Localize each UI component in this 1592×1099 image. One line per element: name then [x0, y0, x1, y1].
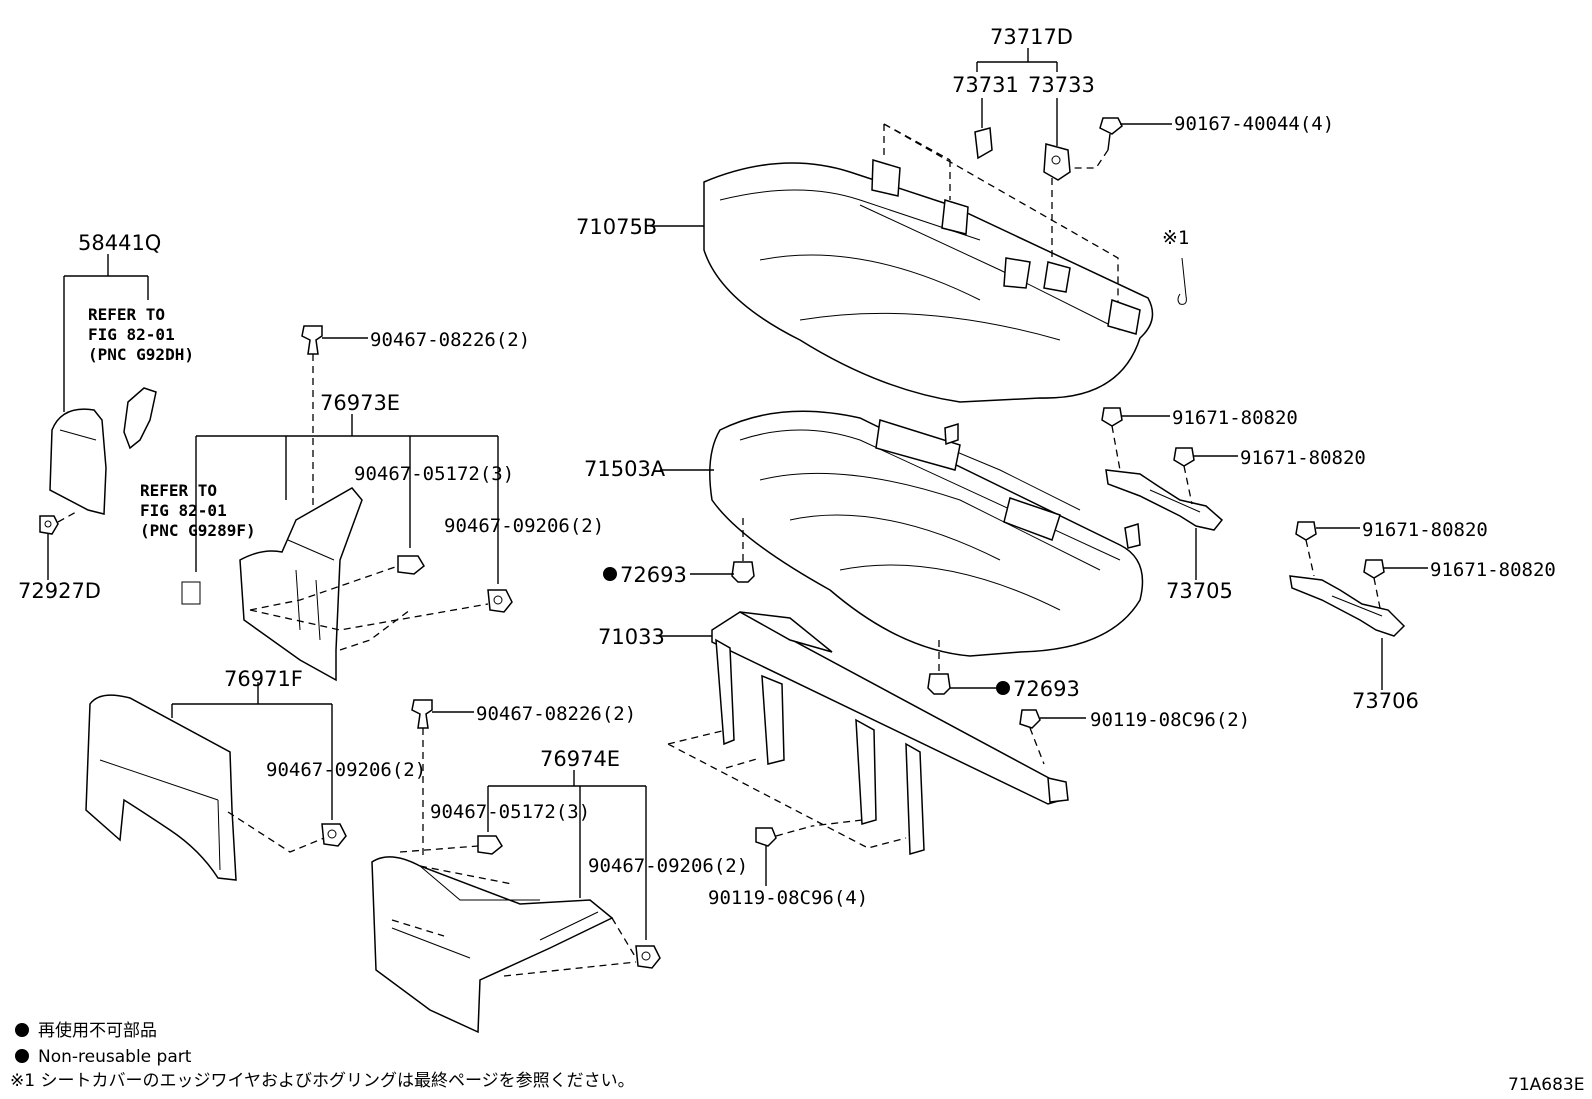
dash-76971f-clip	[227, 811, 325, 853]
clip-90467-08226-top	[301, 325, 323, 355]
dash-91671-c	[1305, 539, 1315, 577]
label-76973e: 76973E	[320, 391, 400, 415]
label-90467-09206-top: 90467-09206(2)	[444, 515, 604, 537]
clip-90467-09206-bot	[635, 945, 661, 969]
seat-frame-71033	[711, 611, 1069, 855]
hinge-73705	[1105, 469, 1224, 531]
ref2-line3: (PNC G9289F)	[140, 521, 256, 540]
label-90167-40044: 90167-40044(4)	[1174, 113, 1334, 135]
label-90467-05172-bot: 90467-05172(3)	[430, 801, 590, 823]
ref1-line2: FIG 82-01	[88, 325, 175, 344]
nonreusable-dot-icon	[15, 1023, 29, 1037]
label-76974e: 76974E	[540, 747, 620, 771]
clip-72693-a	[731, 561, 755, 583]
label-73733: 73733	[1028, 73, 1095, 97]
label-90467-09206-bot: 90467-09206(2)	[588, 855, 748, 877]
dash-76974e-clips	[391, 845, 637, 977]
label-73731: 73731	[952, 73, 1019, 97]
label-91671-80820-b: 91671-80820	[1240, 447, 1366, 469]
leader-76973e	[195, 414, 499, 584]
dash-90119-2	[1029, 727, 1045, 765]
label-90119-08c96-2: 90119-08C96(2)	[1090, 709, 1250, 731]
bolt-90119-08c96-2	[1019, 709, 1086, 729]
clip-72927d	[39, 515, 59, 535]
dash-91671-a	[1111, 425, 1121, 471]
bolt-91671-d	[1363, 559, 1385, 579]
dash-seatback-frame	[883, 123, 1119, 302]
leader-73717d	[976, 48, 1058, 72]
legend-en-nonreusable: Non-reusable part	[38, 1047, 192, 1067]
clip-73731	[974, 127, 993, 160]
figure-code: 71A683E	[1508, 1075, 1584, 1095]
label-71033: 71033	[598, 625, 665, 649]
legend: 再使用不可部品 Non-reusable part ※1 シートカバーのエッジワ…	[10, 1020, 635, 1091]
leader-76971f	[171, 682, 333, 820]
hinge-73706	[1289, 575, 1406, 637]
bolt-91671-c	[1295, 521, 1317, 541]
label-91671-80820-d: 91671-80820	[1430, 559, 1556, 581]
dash-90167	[1072, 149, 1109, 169]
clip-90467-09206-top	[487, 589, 513, 613]
dash-72927d	[57, 511, 77, 523]
label-73706: 73706	[1352, 689, 1419, 713]
clip-90467-05172-top	[397, 555, 425, 575]
ref1-line1: REFER TO	[88, 305, 165, 324]
label-90119-08c96-4: 90119-08C96(4)	[708, 887, 868, 909]
clip-72693-b	[927, 673, 951, 695]
label-71503a: 71503A	[584, 457, 666, 481]
dash-91671-d	[1373, 577, 1381, 609]
leader-58441q	[63, 254, 149, 412]
bolt-90119-08c96-4	[755, 827, 777, 847]
dash-91671-b	[1183, 465, 1193, 505]
nonreusable-dot-icon	[15, 1049, 29, 1063]
dash-76973e-clips	[249, 565, 489, 651]
ref-panel-g92dh	[123, 387, 157, 450]
dash-frame-base	[667, 729, 907, 849]
leader-76974e	[487, 770, 647, 940]
label-90467-09206-mid: 90467-09206(2)	[266, 759, 426, 781]
side-panel-76973e	[239, 487, 363, 682]
label-91671-80820-a: 91671-80820	[1172, 407, 1298, 429]
label-90467-08226-bot: 90467-08226(2)	[476, 703, 636, 725]
legend-jp-nonreusable: 再使用不可部品	[38, 1020, 157, 1041]
legend-note: ※1 シートカバーのエッジワイヤおよびホグリングは最終ページを参照ください。	[10, 1071, 635, 1091]
ref-tag-g9289f	[181, 581, 201, 605]
side-panel-76971f	[85, 694, 237, 881]
label-73717d: 73717D	[990, 25, 1073, 49]
label-72693-b: 72693	[996, 677, 1080, 701]
label-91671-80820-c: 91671-80820	[1362, 519, 1488, 541]
hog-ring-icon	[1177, 257, 1187, 305]
nonreusable-dot-icon	[996, 681, 1010, 695]
bracket-73733	[1043, 143, 1071, 181]
bolt-91671-a	[1101, 407, 1123, 427]
label-90467-08226-top: 90467-08226(2)	[370, 329, 530, 351]
seat-cushion-71503a	[709, 410, 1144, 657]
label-72693-a-text: 72693	[620, 563, 687, 587]
nonreusable-dot-icon	[603, 567, 617, 581]
ref2-line2: FIG 82-01	[140, 501, 227, 520]
dash-90119-4	[775, 825, 813, 837]
label-72693-a: 72693	[603, 563, 687, 587]
label-76971f: 76971F	[224, 667, 303, 691]
label-73705: 73705	[1166, 579, 1233, 603]
clip-90467-09206-mid	[321, 823, 347, 847]
label-71075b: 71075B	[576, 215, 657, 239]
bolt-90167-40044	[1099, 117, 1123, 151]
clip-90467-08226-bot	[411, 699, 433, 729]
label-90467-05172-top: 90467-05172(3)	[354, 463, 514, 485]
label-72693-b-text: 72693	[1013, 677, 1080, 701]
label-58441q: 58441Q	[78, 231, 161, 255]
trim-panel-58441q	[49, 408, 107, 515]
ref2-line1: REFER TO	[140, 481, 217, 500]
label-note-mark: ※1	[1162, 227, 1189, 249]
floor-panel-76974e	[371, 856, 614, 1034]
seatback-cushion-71075b	[703, 159, 1154, 403]
ref1-line3: (PNC G92DH)	[88, 345, 194, 364]
clip-90467-05172-bot	[477, 835, 503, 855]
label-72927d: 72927D	[18, 579, 101, 603]
bolt-91671-b	[1173, 447, 1195, 467]
